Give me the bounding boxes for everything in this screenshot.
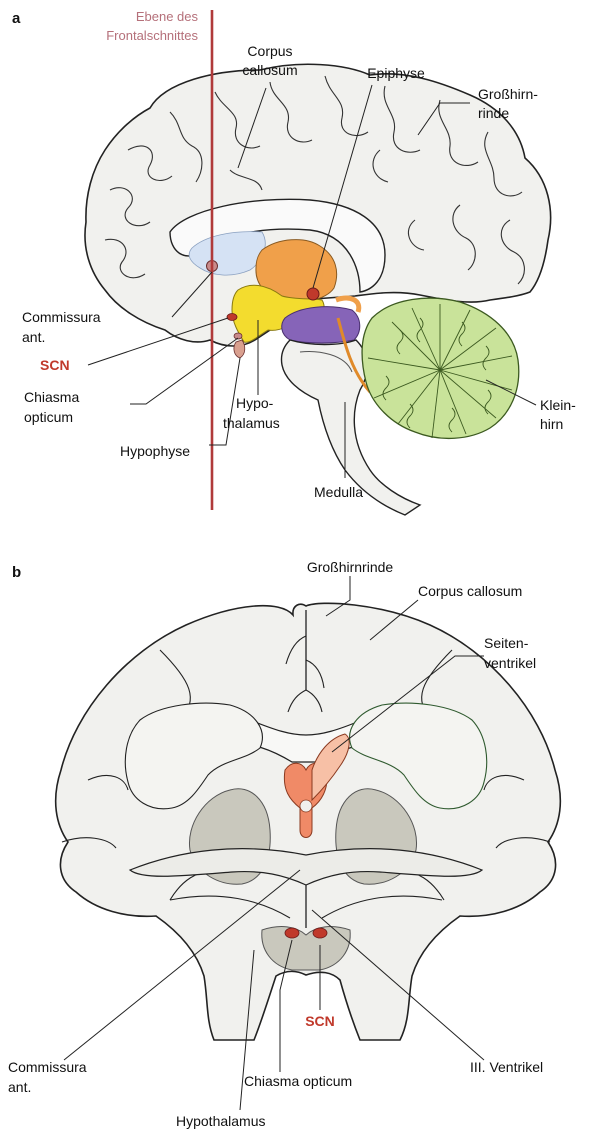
panel-a-letter: a: [12, 10, 21, 27]
cerebellum: [362, 298, 519, 438]
panel-b: b: [8, 559, 560, 1129]
panel-a: a: [12, 9, 576, 515]
label-corpus-callosum-a-1: Corpus: [247, 43, 292, 59]
scn-dot: [227, 314, 237, 321]
label-commissura-ant-a-2: ant.: [22, 329, 45, 345]
label-scn-a: SCN: [40, 357, 70, 373]
scn-dot-right: [313, 928, 327, 938]
label-epiphyse: Epiphyse: [367, 65, 425, 81]
label-hypothalamus-b: Hypothalamus: [176, 1113, 266, 1129]
label-hypothalamus-a-1: Hypo-: [236, 395, 274, 411]
label-scn-b: SCN: [305, 1013, 335, 1029]
third-ventricle-hole: [300, 800, 312, 812]
label-chiasma-opticum-a-1: Chiasma: [24, 389, 79, 405]
label-chiasma-opticum-b: Chiasma opticum: [244, 1073, 352, 1089]
hypophyse-shape: [234, 340, 245, 358]
label-grosshirnrinde-b: Großhirnrinde: [307, 559, 394, 575]
label-commissura-ant-a-1: Commissura: [22, 309, 101, 325]
label-chiasma-opticum-a-2: opticum: [24, 409, 73, 425]
panel-b-letter: b: [12, 564, 21, 581]
label-corpus-callosum-a-2: callosum: [242, 62, 297, 78]
plane-label-line-2: Frontalschnittes: [106, 28, 198, 43]
label-ventrikel-iii: III. Ventrikel: [470, 1059, 543, 1075]
label-corpus-callosum-b: Corpus callosum: [418, 583, 522, 599]
label-commissura-ant-b-1: Commissura: [8, 1059, 87, 1075]
scn-dot-left: [285, 928, 299, 938]
label-kleinhirn-1: Klein-: [540, 397, 576, 413]
label-seitenventrikel-2: ventrikel: [484, 655, 536, 671]
label-hypophyse: Hypophyse: [120, 443, 190, 459]
label-grosshirnrinde-a-1: Großhirn-: [478, 86, 538, 102]
label-hypothalamus-a-2: thalamus: [223, 415, 280, 431]
label-grosshirnrinde-a-2: rinde: [478, 105, 509, 121]
label-medulla: Medulla: [314, 484, 363, 500]
label-kleinhirn-2: hirn: [540, 416, 563, 432]
epiphyse-dot: [307, 288, 319, 300]
label-seitenventrikel-1: Seiten-: [484, 635, 529, 651]
plane-label-line-1: Ebene des: [136, 9, 199, 24]
label-commissura-ant-b-2: ant.: [8, 1079, 31, 1095]
